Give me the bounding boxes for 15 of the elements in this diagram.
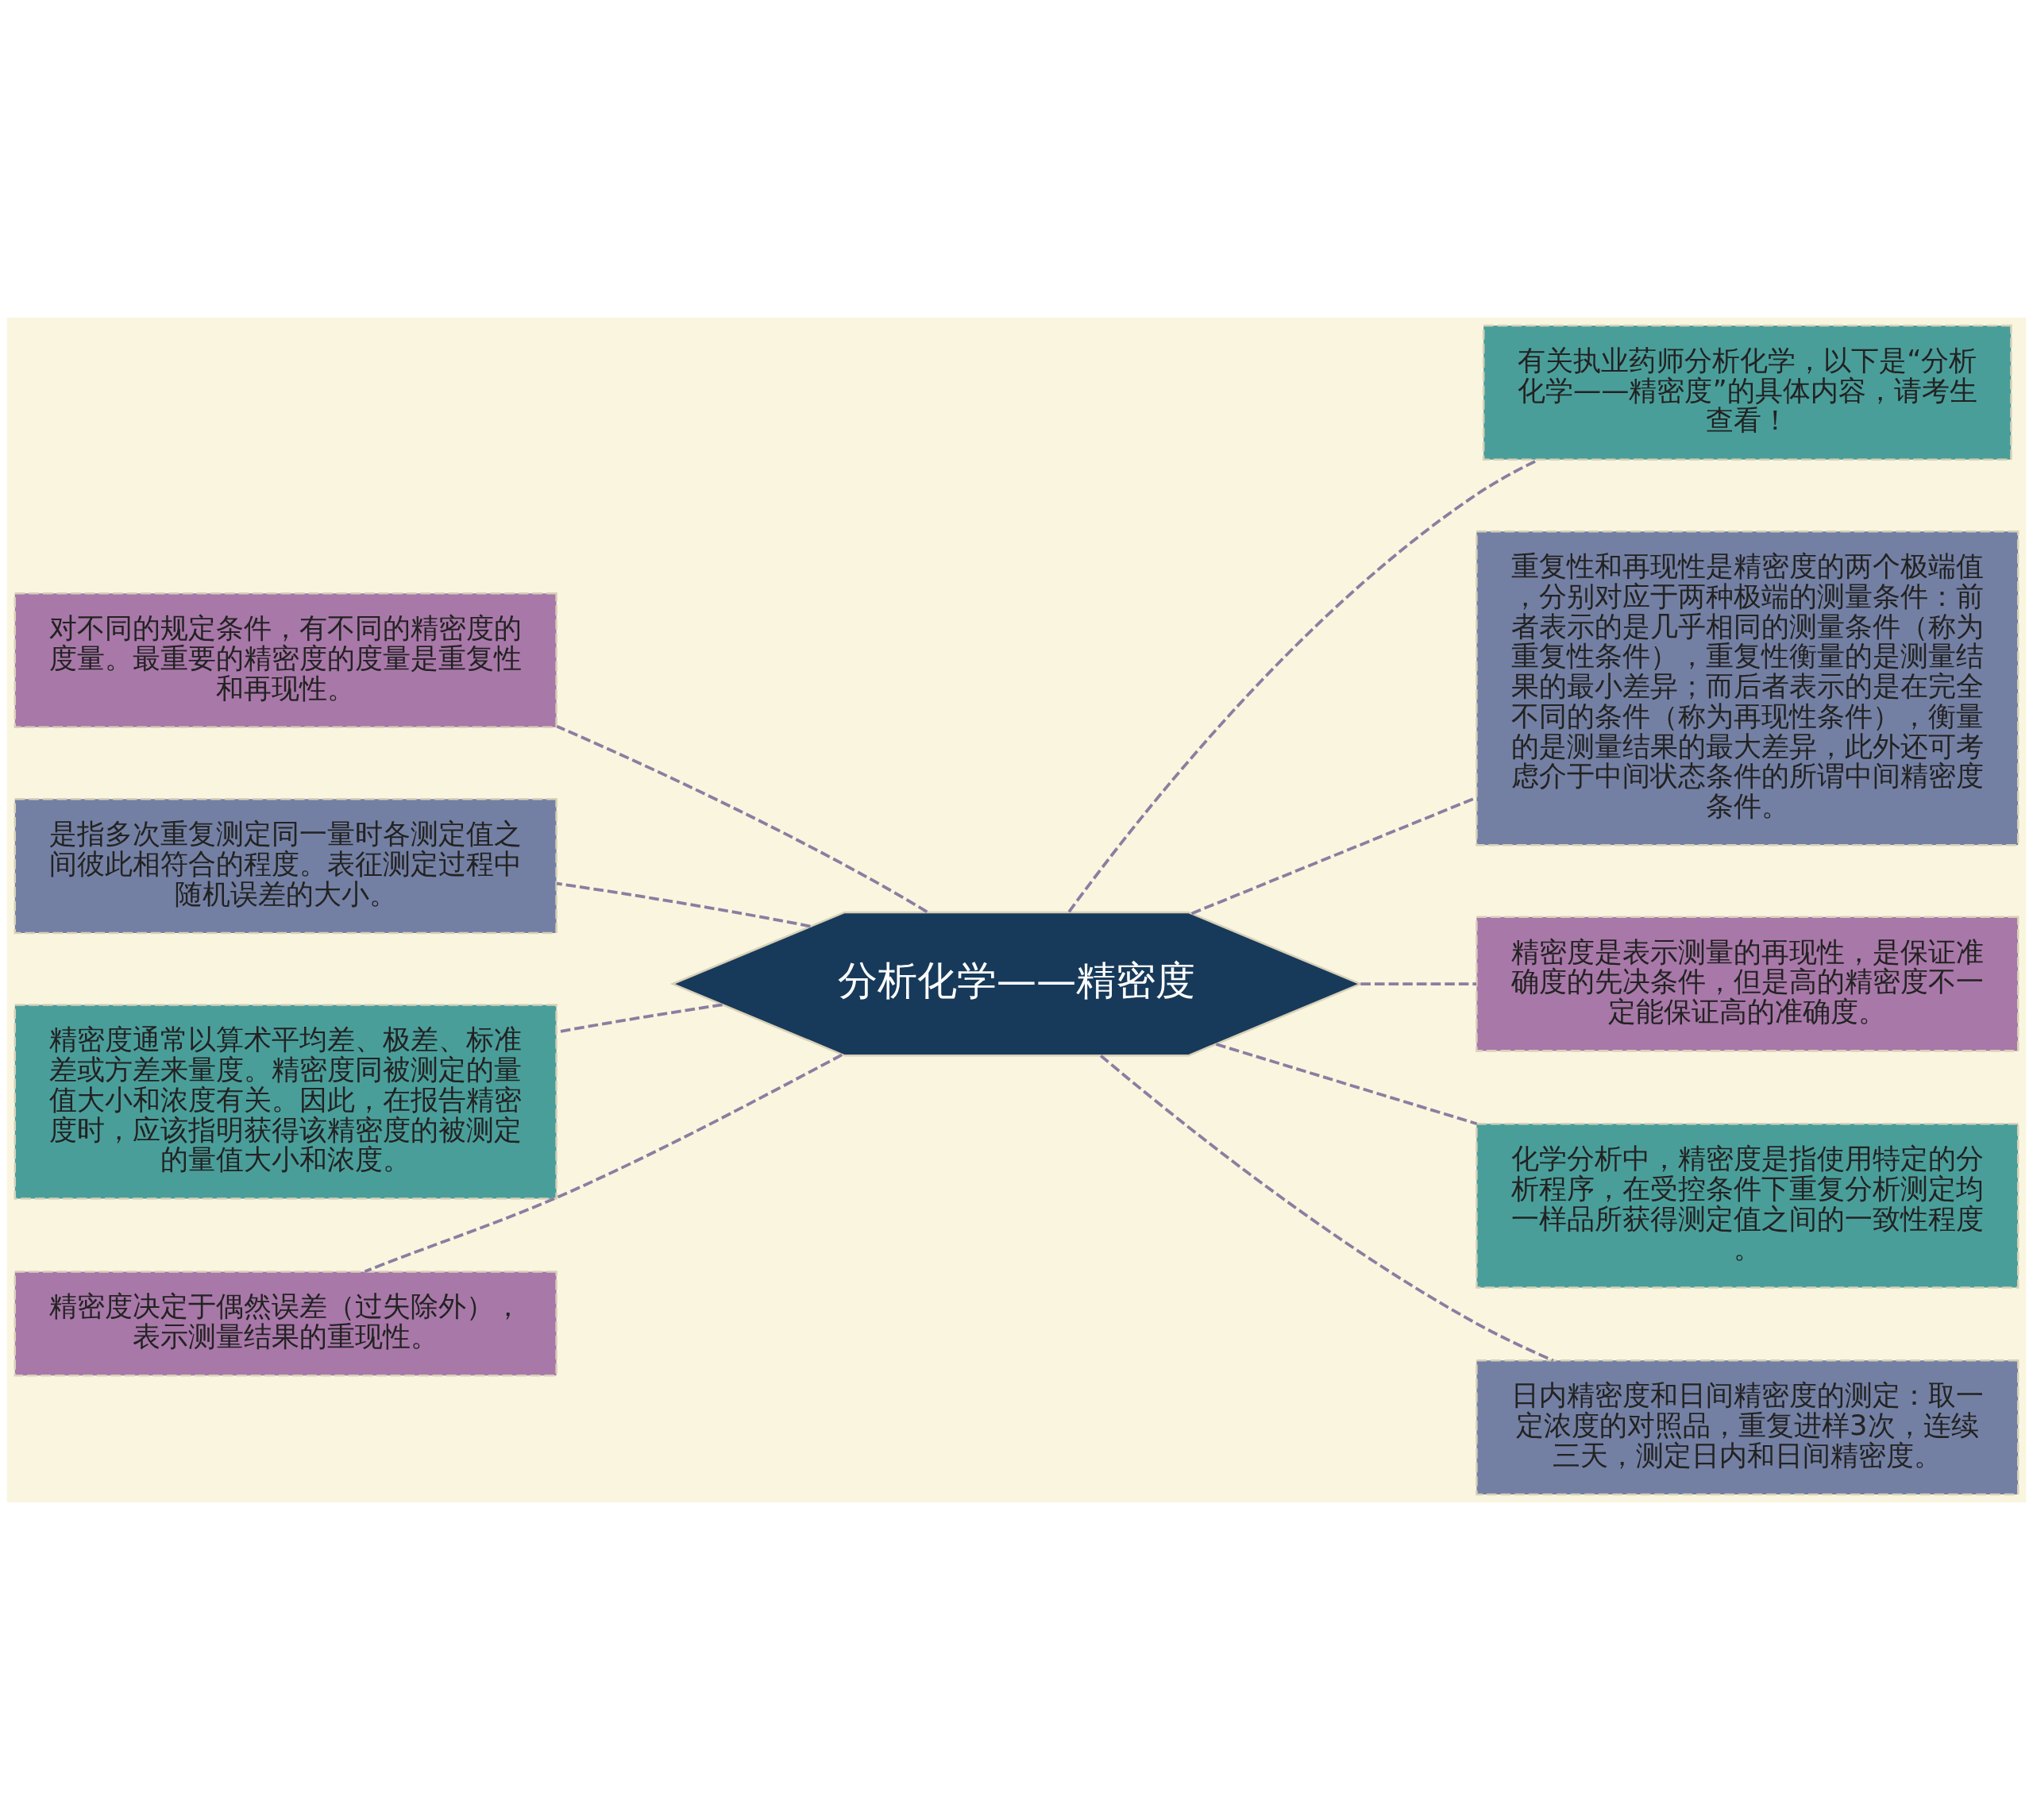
node-box: 精密度决定于偶然误差（过失除外），表示测量结果的重现性。 [14, 1271, 557, 1377]
connector [1215, 1043, 1478, 1125]
node-box: 精密度通常以算术平均差、极差、标准差或方差来量度。精密度同被测定的量值大小和浓度有关。因此，在报告精密度时，应该指明获得该精密度的被测定的量值大小和浓度。 [14, 1004, 557, 1200]
node-box: 对不同的规定条件，有不同的精密度的度量。最重要的精密度的度量是重复性和再现性。 [14, 592, 557, 729]
node-box: 有关执业药师分析化学，以下是“分析化学——精密度”的具体内容，请考生查看！ [1482, 324, 2012, 461]
node-box: 化学分析中，精密度是指使用特定的分析程序，在受控条件下重复分析测定均一样品所获得测定值之间的一致性程度。 [1476, 1122, 2019, 1289]
connector [1360, 982, 1477, 985]
connector [556, 881, 811, 928]
connector [1099, 1055, 1554, 1362]
node-box: 精密度是表示测量的再现性，是保证准确度的先决条件，但是高的精密度不一定能保证高的准确度。 [1476, 916, 2019, 1052]
connector [556, 725, 928, 913]
node-box: 是指多次重复测定同一量时各测定值之间彼此相符合的程度。表征测定过程中随机误差的大小。 [14, 798, 557, 935]
node-box: 重复性和再现性是精密度的两个极端值，分别对应于两种极端的测量条件：前者表示的是几乎相同的测量条件（称为重复性条件），重复性衡量的是测量结果的最小差异；而后者表示的是在完全不同的条件（称为再现性条件），衡量的是测量结果的最大差异，此外还可考虑介于中间状态条件的所谓中间精密度条件。 [1476, 530, 2019, 846]
connector [364, 1053, 843, 1274]
node-box: 日内精密度和日间精密度的测定：取一定浓度的对照品，重复进样3次，连续三天，测定日内和日间精密度。 [1476, 1359, 2019, 1496]
